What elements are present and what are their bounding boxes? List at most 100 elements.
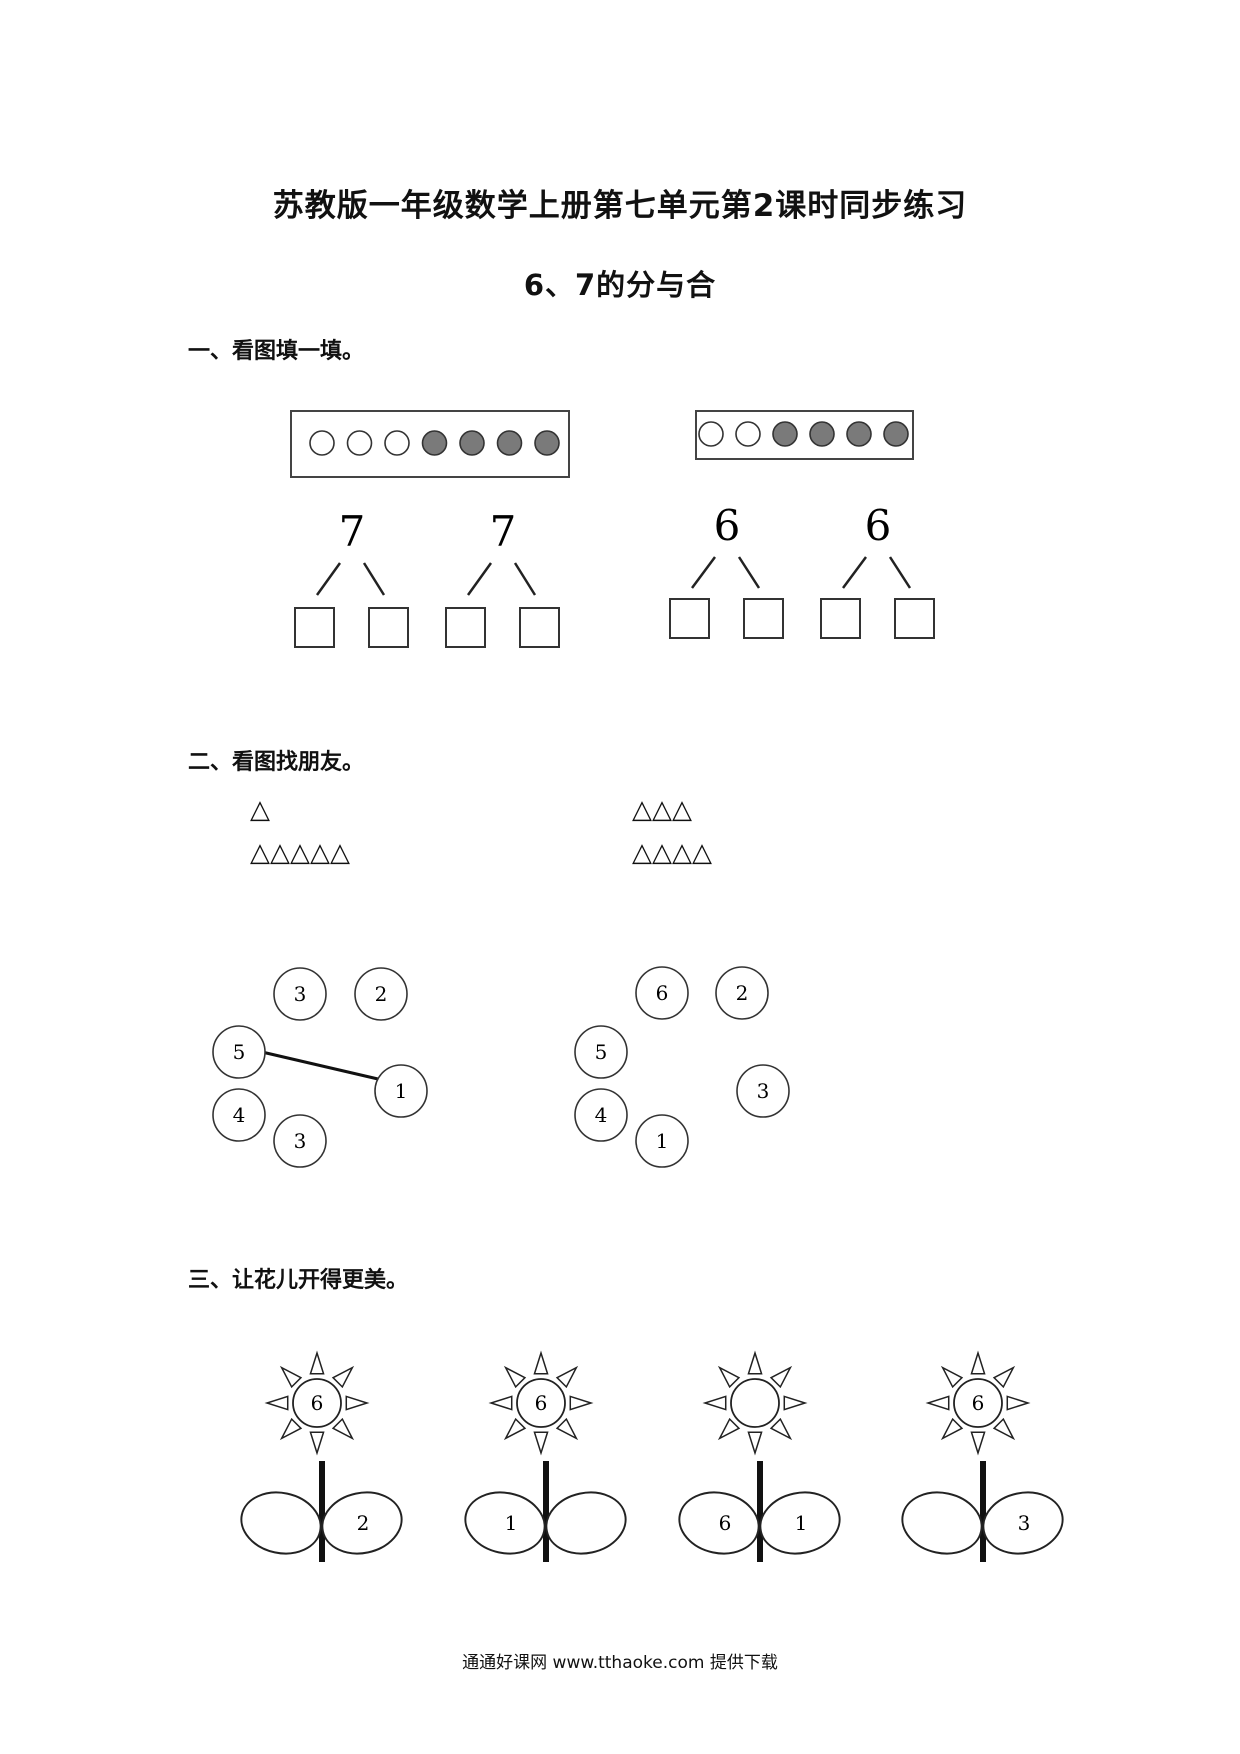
- right-leaf[interactable]: [755, 1485, 846, 1560]
- number-circle[interactable]: 4: [574, 1088, 628, 1142]
- section-1-heading: 一、看图填一填。: [188, 339, 365, 364]
- left-leaf-number: 1: [505, 1511, 518, 1535]
- number-circle[interactable]: 1: [374, 1064, 428, 1118]
- right-leaf-number: 3: [1018, 1511, 1031, 1535]
- petal: [533, 1431, 549, 1456]
- left-leaf[interactable]: [460, 1485, 551, 1560]
- flower-center[interactable]: [292, 1378, 342, 1428]
- flower-center-number: 6: [535, 1391, 548, 1415]
- number-circle[interactable]: 3: [273, 967, 327, 1021]
- petal: [747, 1431, 763, 1456]
- svg-text:6: 6: [656, 981, 669, 1005]
- petal: [992, 1417, 1016, 1441]
- petal: [717, 1365, 741, 1389]
- flower: 61: [460, 1350, 632, 1562]
- svg-text:4: 4: [233, 1103, 246, 1127]
- petal: [747, 1350, 763, 1375]
- svg-text:3: 3: [757, 1079, 770, 1103]
- petal: [279, 1417, 303, 1441]
- svg-text:3: 3: [294, 1129, 307, 1153]
- footer-credit: 通通好课网 www.tthaoke.com 提供下载: [462, 1653, 778, 1673]
- petal: [970, 1350, 986, 1375]
- petal: [331, 1417, 355, 1441]
- petal: [309, 1431, 325, 1456]
- petal: [940, 1365, 964, 1389]
- right-leaf-number: 2: [357, 1511, 370, 1535]
- number-circle[interactable]: 2: [354, 967, 408, 1021]
- petal: [970, 1431, 986, 1456]
- right-circle-group: 6 2 5 3 4 1: [574, 966, 790, 1168]
- number-tree: 7: [294, 507, 409, 648]
- filled-bead: [809, 421, 835, 447]
- answer-box[interactable]: [445, 607, 486, 648]
- petal: [309, 1350, 325, 1375]
- answer-box[interactable]: [294, 607, 335, 648]
- flower-center[interactable]: [516, 1378, 566, 1428]
- flower-center[interactable]: [730, 1378, 780, 1428]
- connecting-line: [261, 1050, 379, 1081]
- number-circle[interactable]: 5: [574, 1025, 628, 1079]
- petal: [769, 1417, 793, 1441]
- petal: [279, 1365, 303, 1389]
- svg-text:5: 5: [595, 1040, 608, 1064]
- svg-text:1: 1: [395, 1079, 408, 1103]
- answer-box[interactable]: [368, 607, 409, 648]
- filled-bead: [534, 430, 560, 456]
- petal: [555, 1417, 579, 1441]
- petal: [783, 1395, 808, 1411]
- triangle-row: △△△△: [632, 838, 712, 868]
- hollow-bead: [384, 430, 410, 456]
- triangle-row: △△△: [632, 795, 692, 825]
- petal: [264, 1395, 289, 1411]
- answer-box[interactable]: [820, 598, 861, 639]
- tree-whole-number: 7: [490, 507, 517, 556]
- number-tree: 7: [445, 507, 560, 648]
- triangle-row: △: [250, 795, 270, 825]
- number-circle[interactable]: 4: [212, 1088, 266, 1142]
- flower-center-number: 6: [311, 1391, 324, 1415]
- svg-text:5: 5: [233, 1040, 246, 1064]
- triangle-row: △△△△△: [250, 838, 350, 868]
- tree-whole-number: 6: [714, 501, 741, 550]
- petal: [345, 1395, 370, 1411]
- answer-box[interactable]: [669, 598, 710, 639]
- svg-text:2: 2: [736, 981, 749, 1005]
- petal: [717, 1417, 741, 1441]
- number-circle[interactable]: 6: [635, 966, 689, 1020]
- number-tree: 6: [820, 501, 935, 639]
- right-leaf[interactable]: [541, 1485, 632, 1560]
- number-circle[interactable]: 3: [273, 1114, 327, 1168]
- number-circle[interactable]: 1: [635, 1114, 689, 1168]
- answer-box[interactable]: [894, 598, 935, 639]
- svg-text:2: 2: [375, 982, 388, 1006]
- right-leaf[interactable]: [317, 1485, 408, 1560]
- tree-whole-number: 6: [865, 501, 892, 550]
- svg-text:1: 1: [656, 1129, 669, 1153]
- flower: 62: [236, 1350, 408, 1562]
- tree-whole-number: 7: [339, 507, 366, 556]
- filled-bead: [421, 430, 448, 456]
- left-leaf[interactable]: [236, 1485, 327, 1560]
- hollow-bead: [346, 430, 373, 456]
- petal: [503, 1417, 527, 1441]
- petal: [331, 1365, 355, 1389]
- number-circle[interactable]: 2: [715, 966, 769, 1020]
- petal: [533, 1350, 549, 1375]
- number-circle[interactable]: 3: [736, 1064, 790, 1118]
- petal: [488, 1395, 513, 1411]
- petal: [940, 1417, 964, 1441]
- section-2-heading: 二、看图找朋友。: [188, 750, 365, 775]
- flower-center[interactable]: [953, 1378, 1003, 1428]
- filled-bead: [883, 421, 909, 447]
- number-circle[interactable]: 5: [212, 1025, 266, 1079]
- petal: [555, 1365, 579, 1389]
- right-leaf-number: 1: [795, 1511, 808, 1535]
- right-leaf[interactable]: [978, 1485, 1069, 1560]
- answer-box[interactable]: [743, 598, 784, 639]
- bead-box-2: [695, 410, 914, 460]
- svg-text:3: 3: [294, 982, 307, 1006]
- left-leaf[interactable]: [897, 1485, 988, 1560]
- left-leaf[interactable]: [674, 1485, 765, 1560]
- answer-box[interactable]: [519, 607, 560, 648]
